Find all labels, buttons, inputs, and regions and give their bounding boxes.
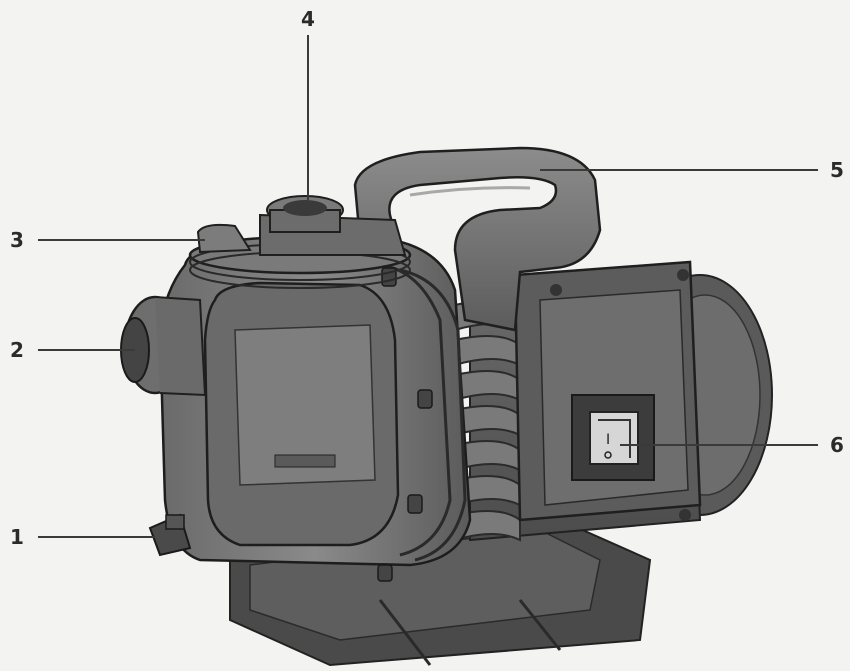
carry-handle [353,146,602,332]
suction-inlet [120,295,207,397]
svg-text:I: I [606,432,610,448]
drain-plug [148,513,192,557]
pump-housing [158,213,472,582]
callout-4: 4 [301,7,315,31]
callout-2: 2 [10,338,24,362]
callout-5: 5 [830,158,844,182]
switch-box: I [513,260,702,522]
callout-3: 3 [10,228,24,252]
callout-6: 6 [830,433,844,457]
pressure-outlet [266,195,344,233]
callout-1: 1 [10,525,24,549]
